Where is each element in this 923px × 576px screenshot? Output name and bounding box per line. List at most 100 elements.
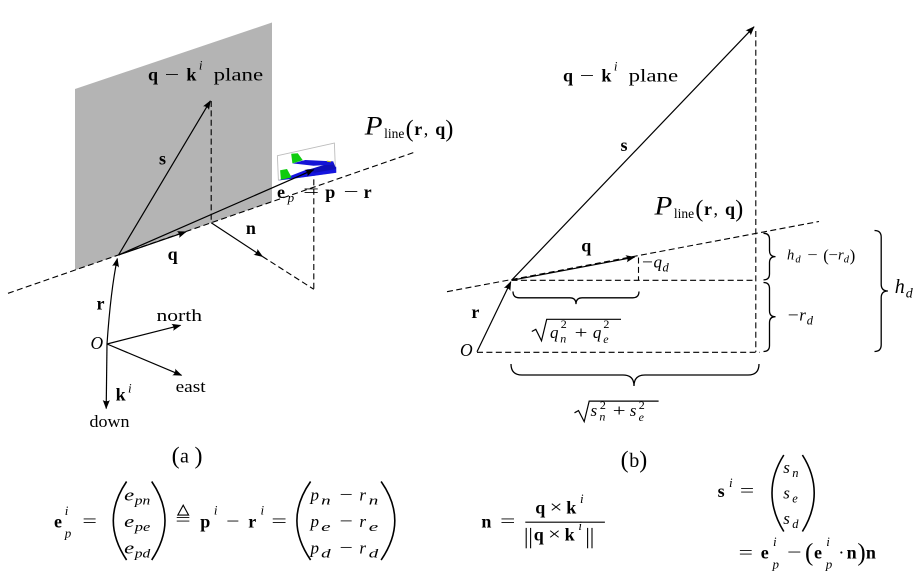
svg-text:2: 2 (561, 317, 567, 331)
svg-text:plane: plane (214, 64, 264, 84)
svg-text:n: n (369, 494, 379, 508)
svg-text:r: r (471, 302, 479, 322)
svg-text:2: 2 (603, 317, 609, 331)
svg-text:e: e (54, 512, 62, 532)
svg-text:e: e (124, 539, 135, 558)
svg-text:i: i (580, 491, 584, 506)
svg-text:q: q (563, 65, 573, 85)
svg-text:=: = (739, 543, 753, 563)
svg-text:i: i (578, 518, 582, 533)
svg-text:i: i (773, 534, 777, 549)
svg-text:s: s (783, 509, 790, 528)
svg-text:−: − (807, 247, 817, 263)
svg-text:n: n (847, 543, 857, 563)
svg-text:s: s (783, 483, 790, 502)
svg-text:−: − (339, 538, 352, 557)
svg-text:q: q (535, 498, 545, 518)
svg-text:r: r (359, 485, 366, 504)
svg-text:−: − (339, 485, 352, 504)
svg-text:north: north (157, 306, 203, 325)
svg-text:P: P (653, 191, 672, 220)
svg-text:q: q (148, 64, 158, 84)
svg-text:=: = (740, 481, 754, 501)
svg-text:×: × (548, 524, 561, 544)
svg-text:(: ( (621, 448, 629, 474)
svg-text:b: b (629, 450, 639, 472)
svg-text:r: r (359, 539, 366, 558)
svg-text:,: , (424, 119, 429, 139)
svg-text:d: d (844, 254, 850, 265)
svg-text:): ) (195, 444, 203, 470)
svg-text:): ) (445, 117, 453, 143)
svg-text:−: − (580, 65, 595, 85)
svg-text:k: k (601, 65, 611, 85)
svg-text:k: k (186, 64, 196, 84)
svg-text:i: i (128, 381, 132, 396)
svg-text:pe: pe (133, 520, 150, 534)
svg-text:i: i (65, 503, 69, 518)
svg-text:i: i (199, 58, 203, 73)
svg-text:2: 2 (600, 398, 606, 412)
svg-text:,: , (714, 199, 719, 219)
svg-text:): ) (639, 448, 647, 474)
svg-text:(: ( (805, 540, 813, 567)
svg-text:i: i (214, 503, 218, 518)
svg-text:p: p (310, 512, 320, 531)
svg-text:i: i (261, 503, 265, 518)
svg-text:p: p (310, 539, 320, 558)
svg-text:s: s (621, 135, 628, 155)
svg-text:q: q (435, 119, 445, 139)
svg-text:(: ( (172, 444, 180, 470)
svg-text:e: e (369, 520, 379, 534)
svg-text:r: r (838, 247, 844, 263)
svg-text:=: = (500, 511, 515, 531)
svg-text:down: down (90, 412, 131, 431)
svg-text:n: n (246, 218, 256, 238)
svg-text:i: i (826, 534, 830, 549)
svg-text:=: = (175, 510, 190, 530)
svg-text:r: r (414, 119, 422, 139)
svg-text:(: ( (406, 117, 414, 143)
svg-text:−: − (642, 253, 653, 272)
svg-text:P: P (364, 111, 383, 140)
svg-text:q: q (534, 525, 544, 545)
svg-text:q: q (725, 199, 735, 219)
svg-text:n: n (792, 466, 798, 480)
svg-text:d: d (663, 261, 670, 275)
svg-text:−: − (788, 306, 799, 325)
svg-text:pn: pn (134, 494, 151, 508)
svg-text:r: r (97, 294, 105, 314)
svg-text:pd: pd (134, 547, 152, 561)
svg-text:=: = (271, 511, 287, 531)
svg-text:d: d (906, 287, 914, 302)
svg-text:s: s (783, 458, 790, 477)
svg-text:e: e (277, 182, 285, 202)
svg-text:O: O (460, 340, 473, 360)
svg-text:r: r (248, 512, 256, 532)
svg-text:(: ( (823, 246, 829, 265)
svg-text:−: − (829, 247, 839, 263)
svg-text:q: q (168, 244, 178, 264)
svg-text:h: h (895, 276, 905, 298)
svg-text:d: d (369, 547, 380, 561)
svg-text:n: n (560, 332, 566, 346)
svg-text:q: q (593, 323, 602, 342)
svg-text:i: i (729, 475, 733, 490)
svg-text:p: p (825, 557, 833, 572)
svg-text:p: p (772, 557, 780, 572)
svg-text:r: r (364, 182, 372, 202)
svg-text:r: r (799, 306, 806, 325)
svg-text:e: e (761, 543, 769, 563)
svg-text:2: 2 (639, 398, 645, 412)
svg-text:q: q (581, 236, 591, 256)
svg-text:q: q (654, 253, 663, 272)
svg-text:e: e (124, 512, 135, 531)
svg-text:O: O (91, 333, 104, 353)
svg-text:): ) (735, 197, 743, 223)
svg-text:d: d (795, 254, 801, 265)
svg-text:×: × (550, 497, 563, 517)
svg-text:r: r (359, 512, 366, 531)
svg-text:e: e (124, 485, 135, 504)
svg-text:n: n (321, 494, 331, 508)
svg-text:e: e (814, 543, 822, 563)
